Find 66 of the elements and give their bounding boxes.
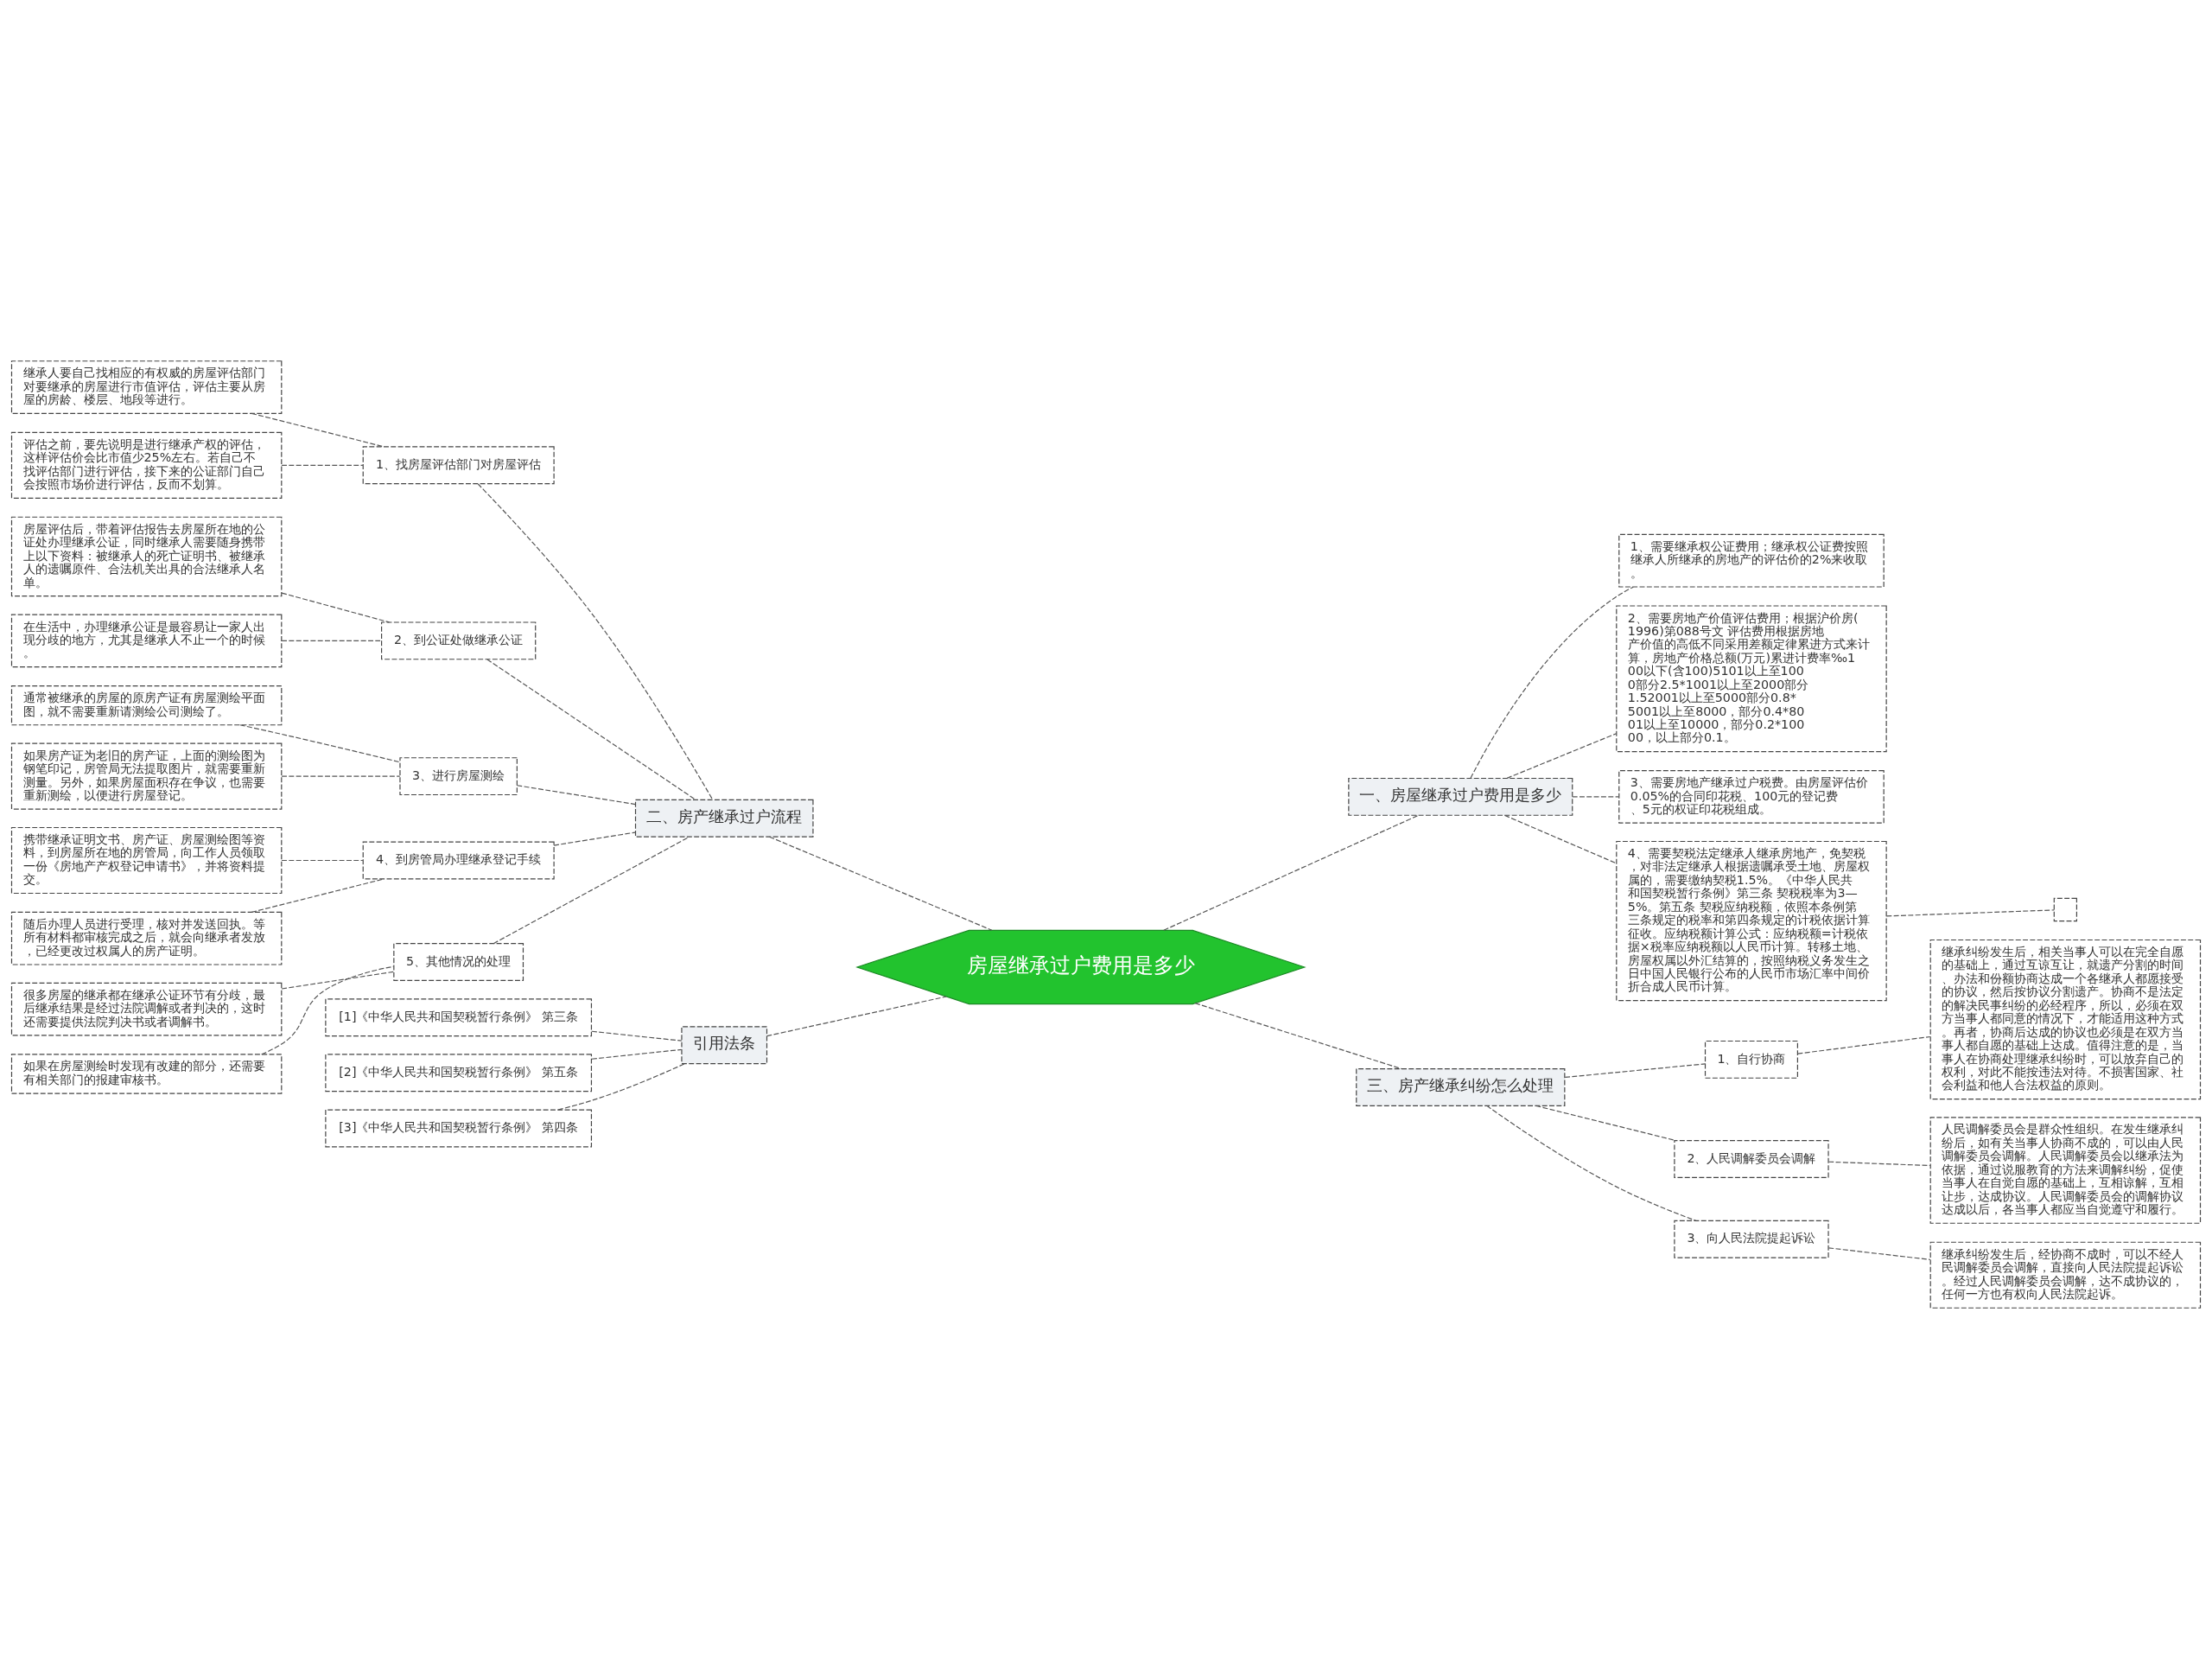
connector	[1797, 1035, 1931, 1054]
connector	[1535, 1105, 1676, 1142]
node-box: 继承纠纷发生后，相关当事人可以在完全自愿的基础上，通过互谅互让，就遗产分割的时间、办法和份额协商达成一个各继承人都愿接受的协议，然后按协议分割遗产。协商不是法定的解决民事纠纷的必经程序，所以，必须在双方当事人都同意的情况下，才能适用这种方式。再者，协商后达成的协议也必须是在双方当事人都自愿的基础上达成。值得注意的是，当事人在协商处理继承纠纷时，可以放弃自己的权利，对此不能按违法对待。不损害国家、社会利益和他人合法权益的原则。	[1929, 939, 2202, 1100]
connector	[591, 1030, 683, 1042]
connector	[557, 1063, 686, 1111]
node-box: 人民调解委员会是群众性组织。在发生继承纠纷后，如有关当事人协商不成的，可以由人民调解委员会调解。人民调解委员会以继承法为依据，通过说服教育的方法来调解纠纷，促使当事人在自觉自愿的基础上，互相谅解，互相让步，达成协议。人民调解委员会的调解协议达成以后，各当事人都应当自觉遵守和履行。	[1929, 1117, 2202, 1224]
node-box: 1、自行协商	[1704, 1040, 1798, 1079]
node-box: 1、找房屋评估部门对房屋评估	[362, 446, 555, 485]
node-box: 3、进行房屋测绘	[399, 757, 518, 796]
connector	[281, 971, 395, 990]
node-box: 2、到公证处做继承公证	[381, 621, 537, 660]
connector	[281, 775, 401, 777]
connector	[766, 996, 947, 1037]
node-box: 房屋评估后，带着评估报告去房屋所在地的公证处办理继承公证，同时继承人需要随身携带上以下资料：被继承人的死亡证明书、被继承人的遗嘱原件、合法机关出具的合法继承人名单。	[10, 516, 283, 597]
connector	[1503, 814, 1618, 864]
connector	[261, 965, 395, 1055]
node-box: 如果在房屋测绘时发现有改建的部分，还需要有相关部门的报建审核书。	[10, 1054, 283, 1094]
connector	[1564, 1063, 1707, 1079]
node-box: 2、人民调解委员会调解	[1674, 1140, 1829, 1179]
connector	[281, 592, 391, 623]
node-box: [3]《中华人民共和国契税暂行条例》 第四条	[325, 1109, 593, 1148]
node-box: 继承人要自己找相应的有权威的房屋评估部门对要继承的房屋进行市值评估，评估主要从房屋的房龄、楼层、地段等进行。	[10, 360, 283, 414]
connector	[1194, 1003, 1402, 1070]
connector	[1506, 733, 1618, 779]
connector	[1470, 586, 1634, 779]
node-box: 在生活中，办理继承公证是最容易让一家人出现分歧的地方，尤其是继承人不止一个的时候。	[10, 614, 283, 668]
node-box: 通常被继承的房屋的原房产证有房屋测绘平面图，就不需要重新请测绘公司测绘了。	[10, 685, 283, 726]
node-box: 三、房产继承纠纷怎么处理	[1356, 1067, 1566, 1106]
connector	[591, 1048, 683, 1060]
connector	[1486, 1105, 1697, 1221]
connector	[1827, 1161, 1931, 1167]
connector	[281, 859, 364, 862]
node-box: [2]《中华人民共和国契税暂行条例》 第五条	[325, 1054, 593, 1092]
connector	[516, 785, 636, 806]
connector	[493, 836, 690, 945]
node-box: 如果房产证为老旧的房产证，上面的测绘图为钢笔印记，房管局无法提取图片，就需要重新测量。另外，如果房屋面积存在争议，也需要重新测绘，以便进行房屋登记。	[10, 742, 283, 810]
node-box: 随后办理人员进行受理，核对并发送回执。等所有材料都审核完成之后，就会向继承者发放，已经更改过权属人的房产证明。	[10, 911, 283, 965]
connector	[1885, 909, 2055, 917]
connector	[251, 412, 385, 448]
node-box: 5、其他情况的处理	[393, 943, 524, 982]
node-box: 3、需要房地产继承过户税费。由房屋评估价0.05%的合同印花税、100元的登记费、5元的权证印花税组成。	[1618, 770, 1885, 824]
connector	[486, 659, 696, 800]
connector	[281, 464, 364, 466]
connector	[1827, 1247, 1931, 1260]
connector	[768, 836, 993, 931]
node-box: 二、房产继承过户流程	[634, 799, 814, 838]
node-box: 很多房屋的继承都在继承公证环节有分歧，最后继承结果是经过法院调解或者判决的，这时还需要提供法院判决书或者调解书。	[10, 982, 283, 1036]
node-box: 1、需要继承权公证费用；继承权公证费按照继承人所继承的房地产的评估价的2%来收取。	[1618, 533, 1885, 588]
connector	[281, 640, 382, 641]
connector	[477, 483, 714, 800]
connector	[553, 831, 636, 846]
node-box: 评估之前，要先说明是进行继承产权的评估，这样评估价会比市值少25%左右。若自己不找评估部门进行评估，接下来的公证部门自己会按照市场价进行评估，反而不划算。	[10, 431, 283, 499]
node-box: 4、到房管局办理继承登记手续	[362, 841, 555, 880]
node-box: 4、需要契税法定继承人继承房地产，免契税，对非法定继承人根据遗嘱承受土地、房屋权属的，需要缴纳契税1.5%。《中华人民共和国契税暂行条例》第三条 契税税率为3—5%。第五条 契税应纳税额，依照本条例第三条规定的税率和第四条规定的计税依据计算征收。应纳税额计算公式：应纳税额=计税依据×税率应纳税额以人民币计算。转移土地、房屋权属以外汇结算的，按照纳税义务发生之日中国人民银行公布的人民币市场汇率中间价折合成人民币计算。	[1616, 840, 1887, 1002]
node-box: 继承纠纷发生后，经协商不成时，可以不经人民调解委员会调解，直接向人民法院提起诉讼。经过人民调解委员会调解，达不成协议的，任何一方也有权向人民法院起诉。	[1929, 1241, 2202, 1309]
node-box	[2053, 897, 2077, 922]
node-box: 引用法条	[681, 1026, 768, 1065]
node-box: [1]《中华人民共和国契税暂行条例》 第三条	[325, 998, 593, 1037]
connector	[239, 724, 401, 763]
connector	[1572, 796, 1619, 798]
node-box: 2、需要房地产价值评估费用；根据沪价房(1996)第088号文 评估费用根据房地产价值的高低不同采用差额定律累进方式来计算，房地产价格总额(万元)累进计费率‰100以下(含100)5101以上至1000部分2.5*1001以上至2000部分1.52001以上至5000部分0.8*5001以上至8000，部分0.4*8001以上至10000，部分0.2*10000，以上部分0.1。	[1616, 605, 1887, 753]
node-box: 携带继承证明文书、房产证、房屋测绘图等资料，到房屋所在地的房管局，向工作人员领取一份《房地产产权登记申请书》，并将资料提交。	[10, 826, 283, 895]
node-box: 3、向人民法院提起诉讼	[1674, 1220, 1829, 1258]
connector	[1163, 814, 1420, 931]
node-box: 一、房屋继承过户费用是多少	[1348, 777, 1573, 816]
connector	[251, 878, 385, 914]
